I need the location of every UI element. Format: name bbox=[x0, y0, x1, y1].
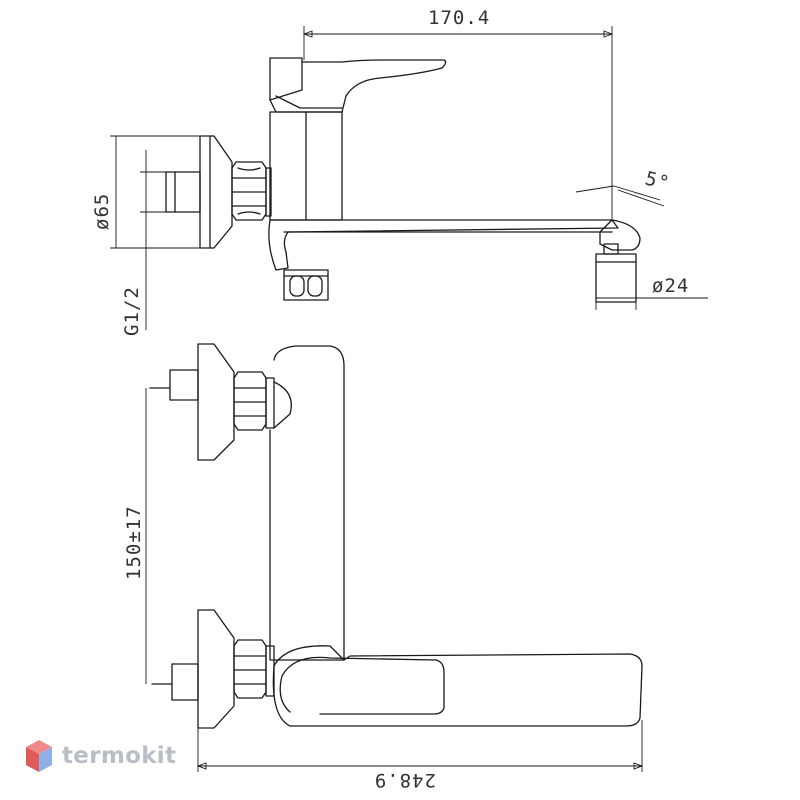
dim-body-diameter: ø65 bbox=[91, 193, 113, 230]
handle-lever bbox=[269, 57, 303, 101]
wall-flange bbox=[199, 135, 233, 249]
logo-wordmark: termokit bbox=[62, 743, 177, 769]
dimension-lines-top bbox=[110, 26, 708, 330]
hex-nut bbox=[231, 161, 267, 221]
spout bbox=[268, 219, 619, 271]
dim-thread: G1/2 bbox=[121, 286, 143, 336]
lower-hex-nut bbox=[233, 639, 267, 699]
upper-flange bbox=[197, 343, 235, 461]
dim-center-distance: 150±17 bbox=[123, 505, 145, 580]
upper-hex-nut bbox=[233, 371, 267, 431]
spout-front bbox=[272, 645, 643, 727]
diverter-knob bbox=[283, 269, 329, 301]
aerator bbox=[599, 219, 641, 251]
logo-right-face bbox=[39, 747, 52, 772]
dim-total-width: 248.9 bbox=[374, 769, 436, 791]
cube-logo-icon bbox=[26, 740, 52, 772]
side-view bbox=[165, 57, 641, 303]
dimension-lines-bottom bbox=[145, 388, 644, 772]
front-view bbox=[149, 343, 643, 729]
lower-flange bbox=[197, 609, 235, 729]
dim-aerator-diameter: ø24 bbox=[652, 275, 689, 297]
termokit-logo: termokit bbox=[24, 736, 176, 776]
dim-spout-reach: 170.4 bbox=[428, 7, 490, 29]
mixer-body-front bbox=[269, 345, 345, 661]
inlet-pipe bbox=[165, 171, 201, 213]
logo-left-face bbox=[26, 747, 39, 772]
dim-spout-angle: 5° bbox=[643, 168, 672, 195]
